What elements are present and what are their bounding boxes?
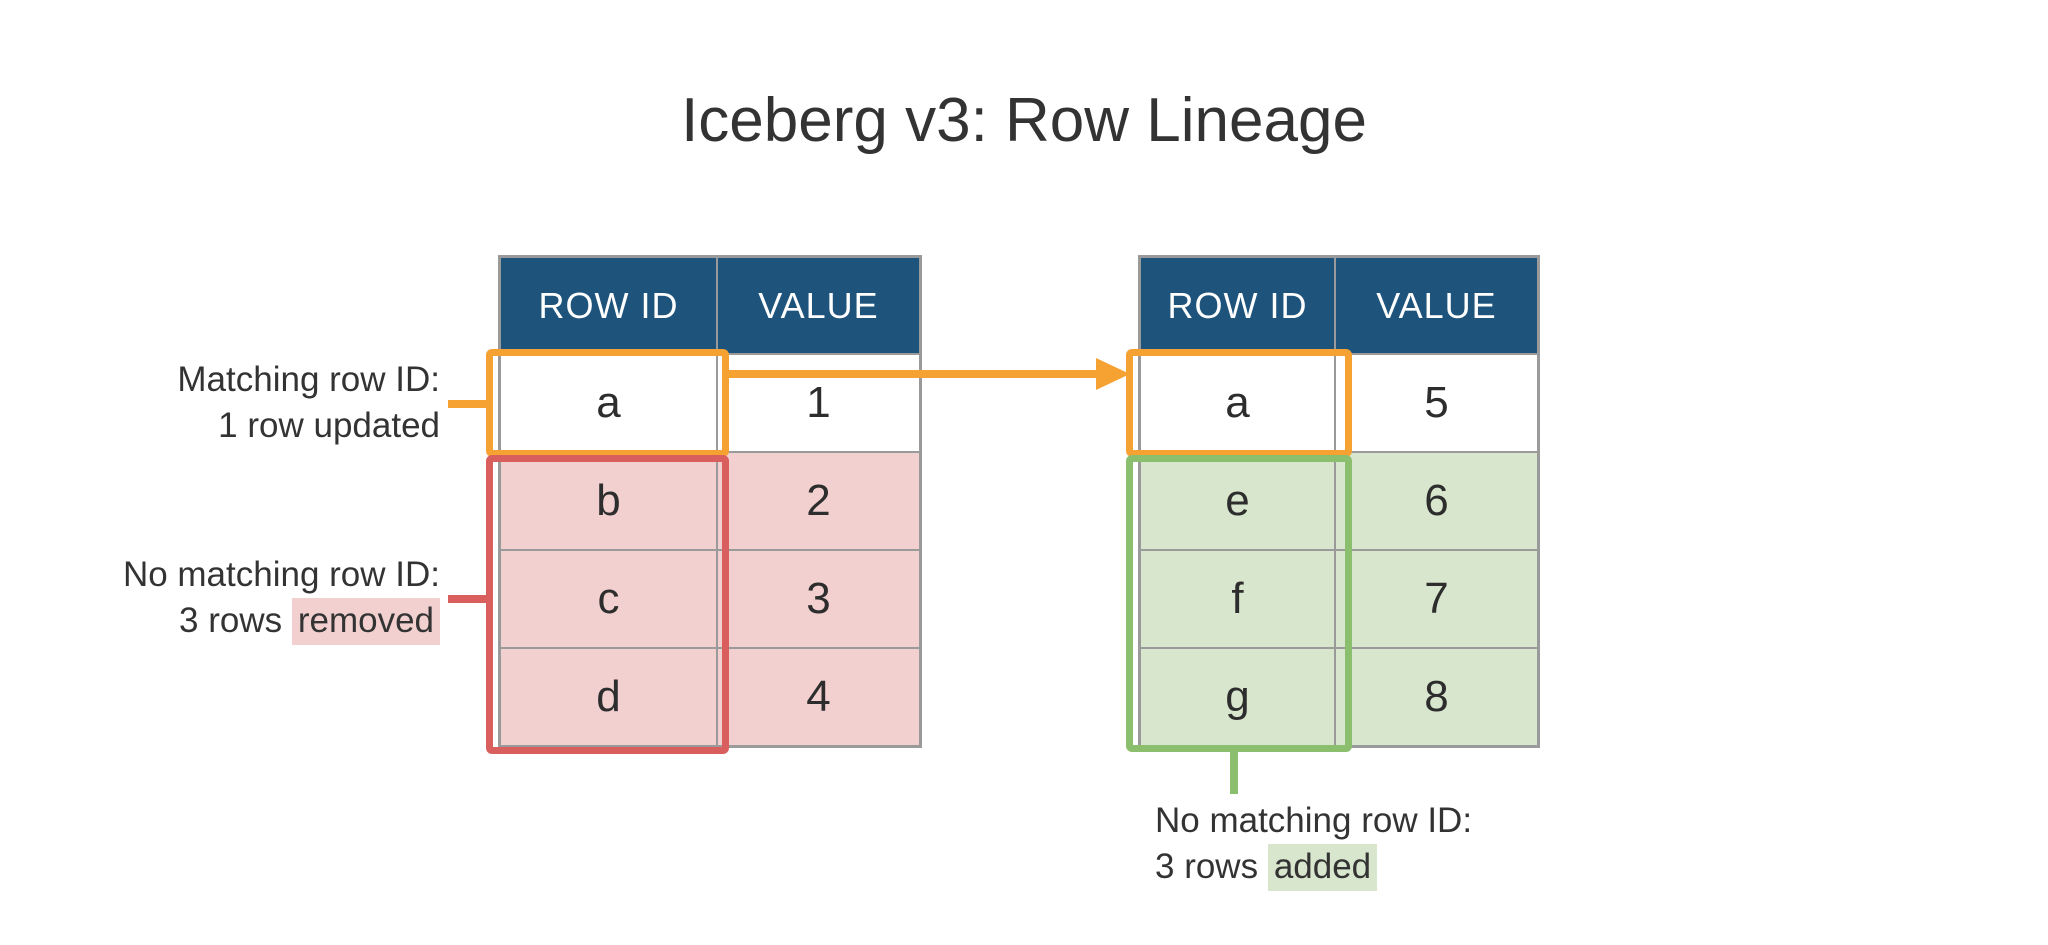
source-table: ROW ID VALUE a 1 b 2 c 3 d 4 — [498, 255, 922, 748]
annotation-updated: Matching row ID: 1 row updated — [40, 357, 440, 449]
source-cell-value-4: 4 — [718, 649, 919, 745]
source-cell-value-2: 2 — [718, 453, 919, 549]
source-cell-id-a: a — [501, 355, 716, 451]
source-cell-id-d: d — [501, 649, 716, 745]
annotation-removed-line1: No matching row ID: — [122, 555, 440, 594]
target-cell-value-8: 8 — [1336, 649, 1537, 745]
annotation-removed: No matching row ID: 3 rows removed — [40, 552, 440, 645]
added-highlight: added — [1267, 844, 1378, 891]
annotation-updated-line1: Matching row ID: — [177, 360, 440, 399]
annotation-added-line1: No matching row ID: — [1155, 801, 1473, 840]
page-title: Iceberg v3: Row Lineage — [681, 86, 1367, 155]
source-header-row-id: ROW ID — [501, 258, 716, 353]
target-cell-id-e: e — [1141, 453, 1334, 549]
target-cell-value-7: 7 — [1336, 551, 1537, 647]
annotation-added: No matching row ID: 3 rows added — [1155, 798, 1675, 891]
target-cell-value-6: 6 — [1336, 453, 1537, 549]
target-cell-id-f: f — [1141, 551, 1334, 647]
target-table: ROW ID VALUE a 5 e 6 f 7 g 8 — [1138, 255, 1540, 748]
annotation-added-line2: 3 rows added — [1155, 844, 1675, 891]
target-header-value: VALUE — [1336, 258, 1537, 353]
annotation-added-line2-prefix: 3 rows — [1155, 847, 1268, 886]
target-cell-id-a: a — [1141, 355, 1334, 451]
source-updated-row-box — [486, 349, 729, 457]
target-cell-value-5: 5 — [1336, 355, 1537, 451]
right-arrow-icon — [1096, 358, 1130, 390]
annotation-removed-line2: 3 rows removed — [40, 598, 440, 645]
target-updated-row-box — [1126, 349, 1352, 457]
source-removed-rows-box — [486, 455, 729, 754]
annotation-removed-line2-prefix: 3 rows — [179, 601, 292, 640]
removed-connector-line — [448, 595, 486, 603]
target-cell-id-g: g — [1141, 649, 1334, 745]
removed-highlight: removed — [291, 598, 440, 645]
updated-connector-line — [448, 400, 486, 408]
source-cell-value-3: 3 — [718, 551, 919, 647]
source-header-value: VALUE — [718, 258, 919, 353]
row-update-arrow-shaft — [729, 370, 1097, 378]
target-added-rows-box — [1126, 455, 1352, 752]
annotation-updated-line2: 1 row updated — [218, 406, 440, 445]
added-connector-line — [1230, 752, 1238, 794]
target-header-row-id: ROW ID — [1141, 258, 1334, 353]
source-cell-id-b: b — [501, 453, 716, 549]
source-cell-id-c: c — [501, 551, 716, 647]
